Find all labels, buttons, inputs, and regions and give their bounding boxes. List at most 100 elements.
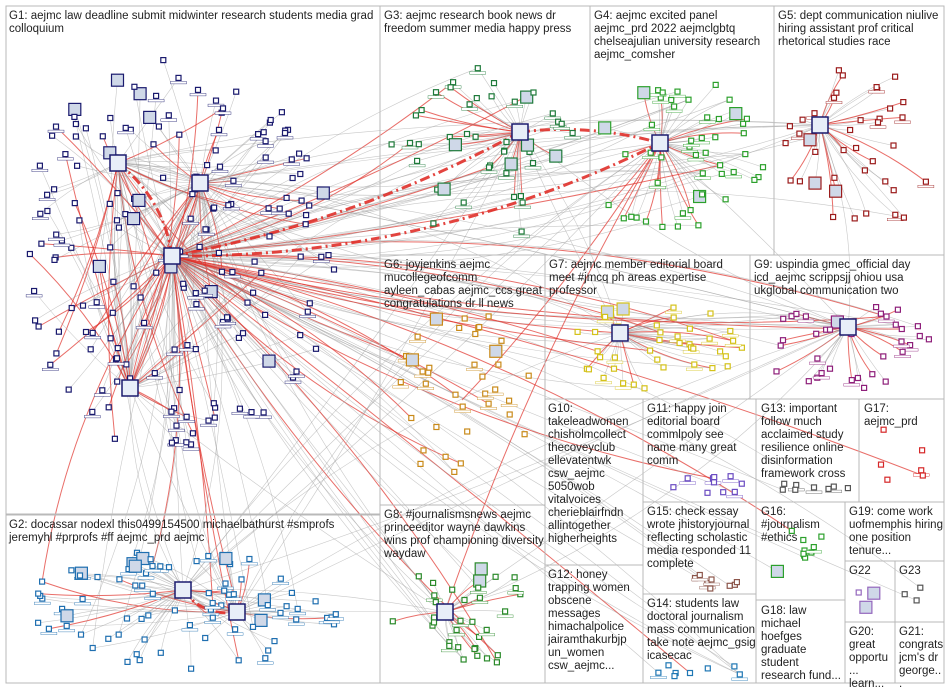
node — [35, 590, 42, 597]
node — [82, 125, 90, 132]
node — [89, 329, 96, 336]
edge — [129, 89, 199, 389]
node-label-tag — [288, 622, 305, 626]
node — [232, 626, 239, 633]
node — [883, 313, 890, 320]
node — [262, 154, 269, 161]
node — [736, 671, 743, 678]
group-label-g7: G7: aejmc member editorial board meet #j… — [549, 259, 727, 297]
group-label-g12: G12: honey trapping women obscene messag… — [548, 569, 634, 672]
node-label-tag — [701, 341, 718, 345]
edge — [171, 255, 480, 582]
node — [192, 346, 199, 353]
group-label-g20: G20: great opportu... learn... — [849, 626, 889, 690]
node — [892, 321, 899, 328]
group-label-g10: G10: takeleadwomen chisholmcollect theco… — [548, 403, 632, 545]
node-label-tag — [669, 94, 686, 98]
node — [474, 652, 481, 659]
hub-node — [174, 581, 192, 599]
node — [225, 202, 232, 209]
group-boxes-layer — [5, 5, 945, 684]
node — [79, 302, 87, 309]
node — [267, 116, 274, 124]
edge — [171, 130, 521, 258]
node — [591, 328, 599, 336]
node — [813, 330, 820, 337]
node-label-tag — [726, 495, 743, 499]
node — [99, 387, 106, 394]
node — [318, 253, 325, 260]
edge — [129, 303, 197, 389]
node-label-tag — [160, 118, 178, 122]
edge — [444, 610, 506, 613]
node-label-tag — [683, 143, 700, 147]
node-label-tag — [595, 381, 612, 385]
node — [53, 231, 60, 238]
node-label-tag — [805, 550, 822, 554]
node — [176, 386, 183, 394]
edge — [171, 254, 734, 342]
edge — [98, 266, 131, 389]
edge — [171, 142, 661, 257]
node — [418, 106, 425, 114]
node — [852, 144, 860, 152]
node — [77, 631, 85, 638]
node — [851, 215, 858, 222]
node-label-tag — [58, 629, 75, 633]
node-label-tag — [189, 93, 207, 97]
node — [50, 186, 58, 193]
edge — [171, 255, 691, 674]
edge — [90, 182, 201, 350]
node-label-tag — [182, 221, 199, 225]
node-label-tag — [257, 144, 274, 148]
node — [800, 550, 807, 557]
edge — [171, 255, 589, 370]
edge — [171, 131, 264, 257]
node — [31, 317, 39, 324]
node-label-tag — [84, 336, 101, 340]
node-label-tag — [514, 205, 531, 209]
edge — [128, 255, 175, 570]
node — [628, 213, 635, 220]
node — [171, 346, 178, 353]
edge — [418, 131, 521, 145]
node-label-tag — [257, 661, 274, 665]
edge — [171, 255, 645, 389]
node-label-tag — [181, 628, 199, 632]
node — [304, 308, 311, 315]
node — [574, 328, 581, 335]
node — [239, 330, 247, 337]
node — [808, 176, 822, 190]
node — [288, 589, 295, 597]
node — [123, 361, 130, 368]
node — [826, 365, 834, 372]
node-label-tag — [643, 128, 661, 132]
node — [149, 590, 156, 597]
node-label-tag — [289, 612, 306, 616]
node — [829, 213, 837, 221]
node — [278, 109, 285, 116]
node — [899, 114, 906, 121]
edge — [117, 149, 216, 164]
node — [485, 164, 493, 171]
node — [894, 306, 902, 313]
node-label-tag — [917, 184, 935, 188]
node — [316, 186, 330, 200]
node — [495, 361, 502, 368]
edge — [117, 162, 849, 328]
node — [113, 355, 121, 362]
node — [303, 155, 310, 162]
node-label-tag — [25, 294, 43, 298]
node — [249, 623, 257, 631]
node — [442, 453, 449, 460]
edge — [117, 162, 173, 443]
edge — [171, 255, 923, 476]
node — [731, 488, 738, 495]
node-label-tag — [869, 125, 887, 129]
edge — [117, 162, 133, 389]
node — [671, 672, 678, 680]
node — [892, 211, 899, 218]
node — [187, 215, 194, 222]
node — [826, 326, 834, 333]
node — [770, 564, 785, 579]
